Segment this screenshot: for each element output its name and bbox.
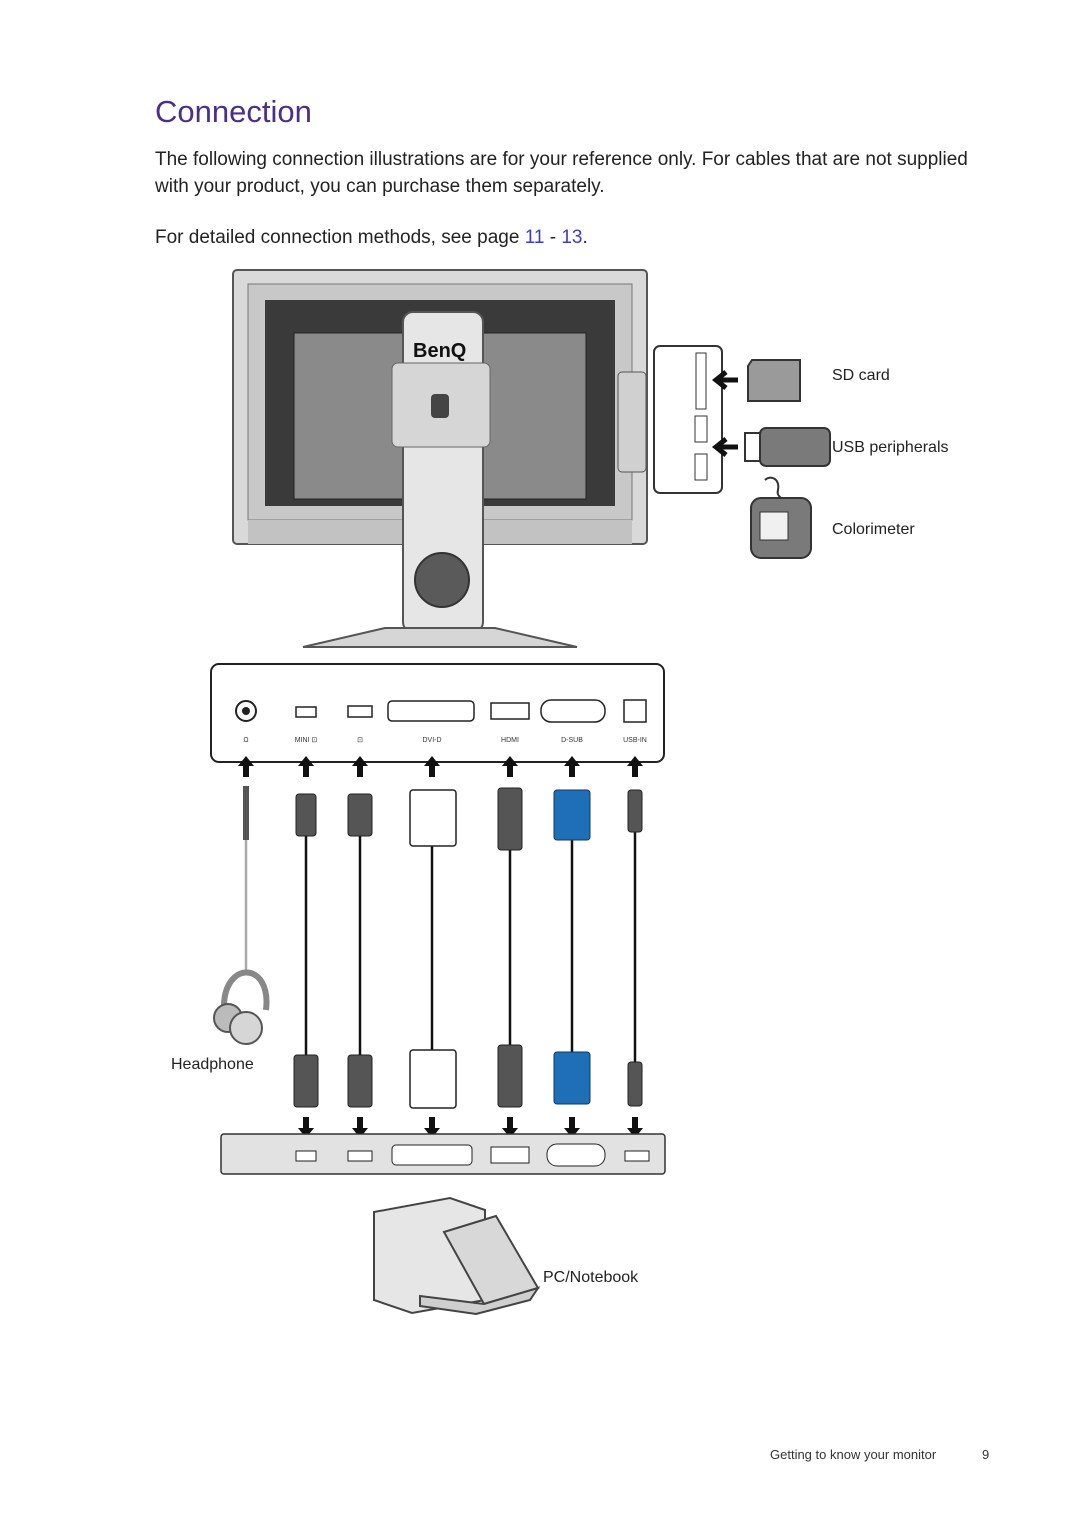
methods-sep: - xyxy=(544,227,562,248)
side-port-panel xyxy=(653,345,738,494)
pc-port-bar xyxy=(220,1133,666,1175)
cables xyxy=(244,832,637,1062)
top-connectors xyxy=(243,786,643,851)
sd-card-icon xyxy=(747,359,801,402)
methods-suffix: . xyxy=(582,227,588,248)
rear-port-panel xyxy=(210,663,665,763)
port-labels: Ω MINI ⊡ ⊡ DVI-D HDMI D-SUB USB-IN xyxy=(243,737,646,744)
port-label: MINI ⊡ xyxy=(295,737,318,744)
bottom-connectors xyxy=(293,1044,643,1109)
page-title: Connection xyxy=(155,94,312,129)
footer-section: Getting to know your monitor xyxy=(770,1447,937,1462)
port-label: USB-IN xyxy=(623,737,647,744)
port-label: HDMI xyxy=(501,737,519,744)
methods-paragraph: For detailed connection methods, see pag… xyxy=(155,224,975,251)
page-link-from[interactable]: 11 xyxy=(524,227,545,248)
methods-prefix: For detailed connection methods, see pag… xyxy=(155,227,525,248)
port-label: DVI-D xyxy=(422,737,441,744)
usb-peripherals-label: USB peripherals xyxy=(832,439,949,456)
port-label: Ω xyxy=(243,737,248,744)
monitor-stand: BenQ xyxy=(302,311,578,648)
pc-notebook-icon xyxy=(373,1196,541,1316)
pc-notebook-label: PC/Notebook xyxy=(543,1269,639,1286)
headphone-label: Headphone xyxy=(171,1056,254,1073)
footer-page-number: 9 xyxy=(982,1447,990,1462)
headphones-icon xyxy=(213,969,270,1045)
brand-logo: BenQ xyxy=(413,340,466,362)
sd-card-label: SD card xyxy=(832,367,890,384)
usb-stick-icon xyxy=(744,427,831,467)
port-label: ⊡ xyxy=(357,737,363,744)
port-label: D-SUB xyxy=(561,737,583,744)
down-arrows xyxy=(298,1117,643,1138)
page-link-to[interactable]: 13 xyxy=(561,227,583,248)
intro-paragraph: The following connection illustrations a… xyxy=(155,149,968,197)
colorimeter-icon xyxy=(750,476,812,559)
up-arrows xyxy=(238,756,643,777)
colorimeter-label: Colorimeter xyxy=(832,521,915,538)
